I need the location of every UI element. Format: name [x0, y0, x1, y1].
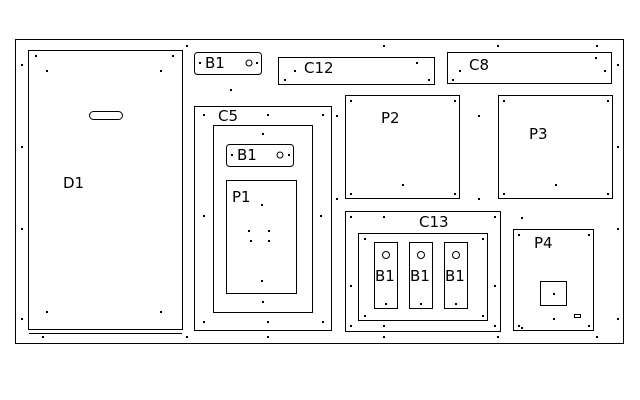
component-b1-top — [194, 52, 262, 75]
component-b1-c13-a-hole — [382, 251, 390, 259]
component-b1-c13-c-hole — [452, 251, 460, 259]
label-b1-top: B1 — [205, 54, 225, 72]
component-b1-c13-a — [374, 242, 398, 309]
component-p4-tab — [574, 314, 581, 318]
label-c5: C5 — [218, 107, 239, 125]
component-p2 — [345, 95, 460, 199]
component-b1-c13-b — [409, 242, 433, 309]
component-c8 — [447, 52, 612, 84]
door-d1 — [28, 50, 183, 330]
component-b1-c13-b-hole — [417, 251, 425, 259]
component-b1-c13-c — [444, 242, 468, 309]
component-c13 — [345, 211, 501, 332]
component-p3 — [498, 95, 613, 199]
door-handle — [89, 111, 123, 120]
label-c8: C8 — [469, 56, 490, 74]
label-b1-in-c5: B1 — [237, 146, 257, 164]
label-p2: P2 — [381, 109, 400, 127]
label-d1: D1 — [63, 174, 85, 192]
mounting-holes — [21, 45, 619, 338]
label-b1-c13-b: B1 — [410, 267, 430, 285]
label-c12: C12 — [304, 59, 334, 77]
label-c13: C13 — [419, 213, 449, 231]
label-b1-c13-a: B1 — [375, 267, 395, 285]
component-p4-window — [540, 281, 567, 306]
component-b1-in-c5 — [226, 144, 294, 167]
backplate-outline — [15, 39, 624, 344]
label-p3: P3 — [529, 125, 548, 143]
label-p4: P4 — [534, 234, 553, 252]
component-c12 — [278, 57, 435, 85]
component-p1 — [226, 180, 297, 294]
component-c13-inner-frame — [358, 233, 488, 321]
component-b1-top-hole — [245, 59, 253, 67]
component-c5-inner-frame — [213, 125, 313, 313]
label-p1: P1 — [232, 188, 251, 206]
component-p4 — [513, 229, 594, 331]
component-c5 — [194, 106, 332, 331]
component-b1-in-c5-hole — [276, 151, 284, 159]
label-b1-c13-c: B1 — [445, 267, 465, 285]
